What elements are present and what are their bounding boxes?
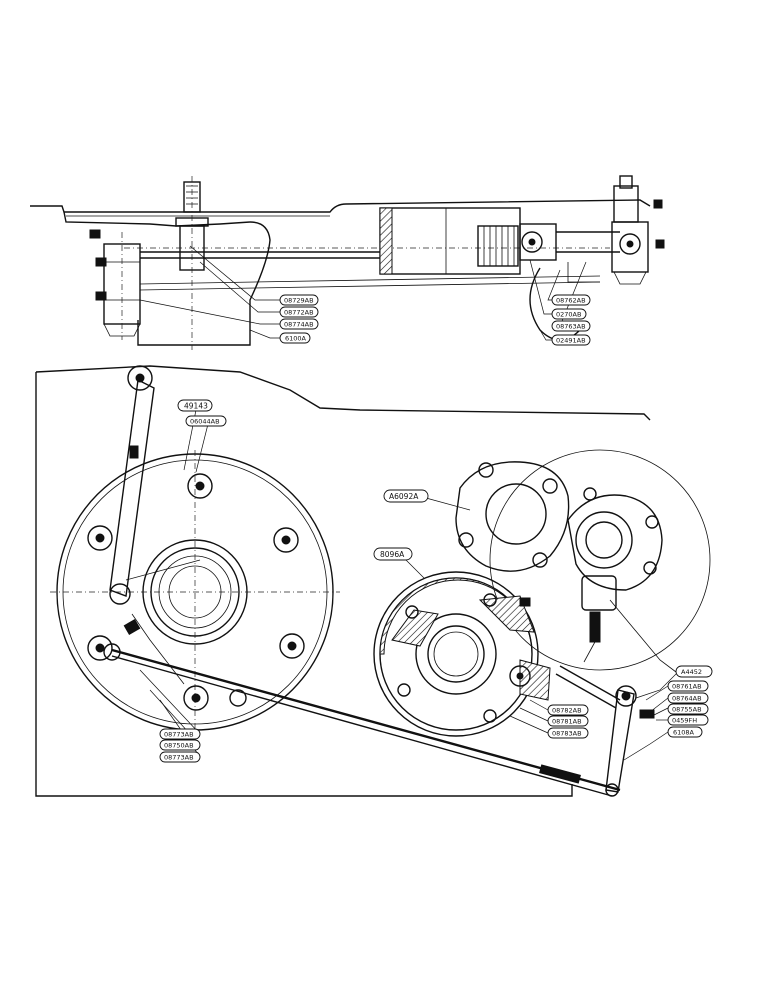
label-08773AB-b: 08773AB xyxy=(164,754,194,762)
label-08773AB-a: 08773AB xyxy=(164,731,194,739)
label-08783AB: 08783AB xyxy=(552,730,582,738)
bottom-callouts: 49143 06044AB A6092A 8096A A4452 08761AB… xyxy=(139,399,713,763)
top-callouts: 08729AB 08772AB 08774AB 6100A 08762AB 02… xyxy=(139,245,591,346)
label-08782AB: 08782AB xyxy=(552,707,582,715)
label-08750AB: 08750AB xyxy=(164,742,194,750)
label-6100A: 6100A xyxy=(285,335,307,343)
brake-rod xyxy=(111,648,621,792)
label-08761AB: 08761AB xyxy=(672,683,702,691)
label-06044AB: 06044AB xyxy=(190,418,220,426)
label-08729AB: 08729AB xyxy=(284,297,314,305)
hub-8096a xyxy=(373,571,551,737)
label-08781AB: 08781AB xyxy=(552,718,582,726)
label-08764AB: 08764AB xyxy=(672,695,702,703)
flange-a6092 xyxy=(455,461,570,572)
label-49143: 49143 xyxy=(184,402,208,411)
right-fitting xyxy=(613,185,639,223)
label-08772AB: 08772AB xyxy=(284,309,314,317)
label-08774AB: 08774AB xyxy=(284,321,314,329)
label-8096A: 8096A xyxy=(380,550,405,559)
label-A4452: A4452 xyxy=(681,668,702,676)
label-02491AB: 02491AB xyxy=(556,337,586,345)
label-6108A: 6108A xyxy=(673,729,695,737)
bottom-brake-view xyxy=(35,365,711,797)
label-08763AB: 08763AB xyxy=(556,323,586,331)
label-0459FH: 0459FH xyxy=(672,717,697,725)
drum-bolts xyxy=(87,473,305,711)
top-axle-view xyxy=(30,175,665,350)
label-08755AB: 08755AB xyxy=(672,706,702,714)
label-A6092A: A6092A xyxy=(389,492,419,501)
label-08762AB: 08762AB xyxy=(556,297,586,305)
brake-lever xyxy=(109,378,155,597)
label-0270AB: 0270AB xyxy=(556,311,581,319)
right-drum-outline xyxy=(489,449,711,671)
brake-cylinder xyxy=(379,207,521,275)
